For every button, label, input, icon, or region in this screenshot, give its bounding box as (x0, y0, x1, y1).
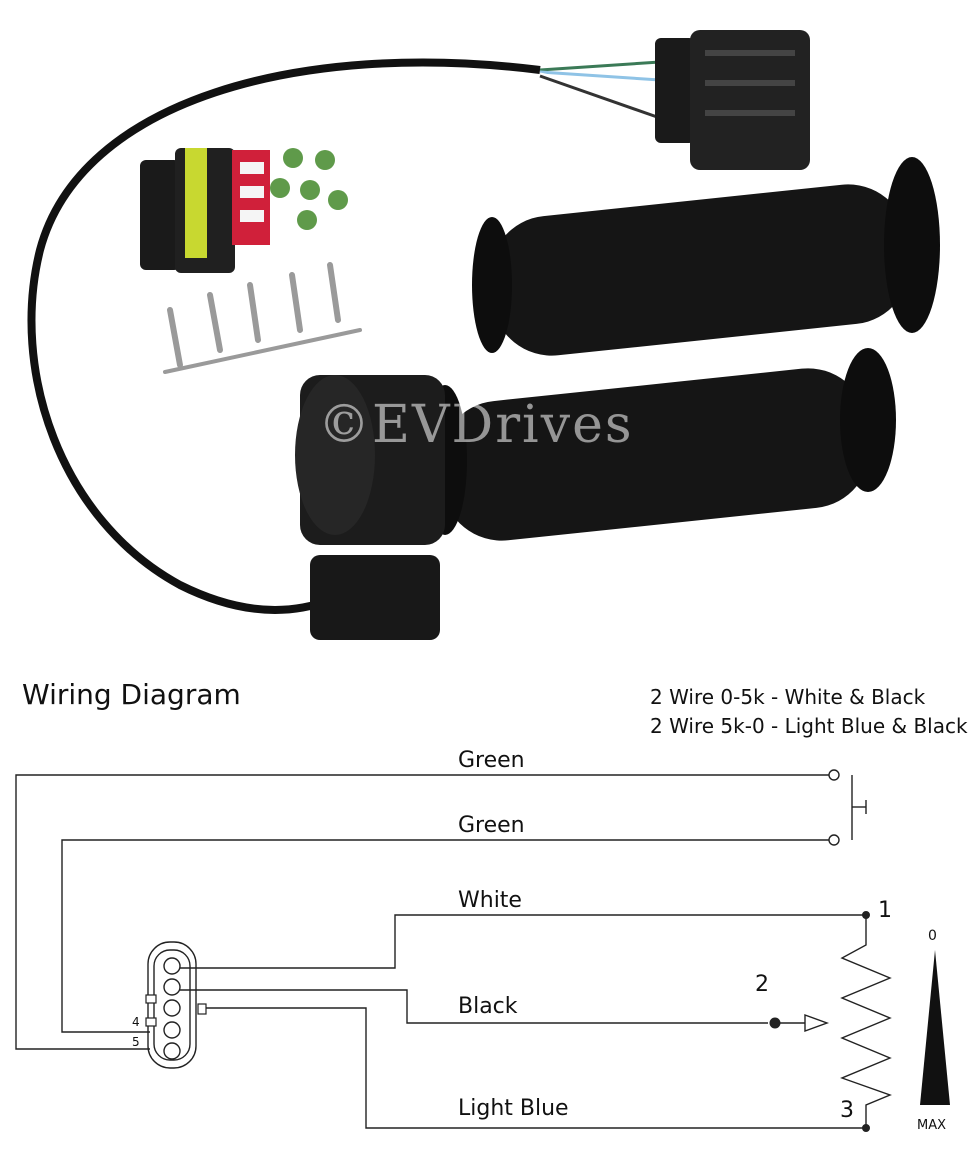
wire-green-2 (61, 839, 830, 1033)
label-black: Black (458, 994, 518, 1019)
note-white-black: 2 Wire 0-5k - White & Black (650, 685, 926, 709)
grip-upper (472, 157, 940, 356)
label-green-2: Green (458, 813, 525, 838)
label-white: White (458, 888, 522, 913)
terminal-3-label: 3 (840, 1098, 854, 1123)
connector-body (147, 941, 197, 1069)
label-green-1: Green (458, 748, 525, 773)
scale-max-label: MAX (917, 1118, 947, 1133)
female-connector (140, 148, 270, 273)
rubber-seals (270, 148, 348, 230)
terminal-2-label: 2 (755, 972, 769, 997)
watermark: ©EVDrives (318, 395, 634, 455)
pin-5-label: 5 (132, 1035, 140, 1049)
label-light-blue: Light Blue (458, 1096, 569, 1121)
pin-4-label: 4 (132, 1015, 140, 1029)
wire-light-blue (205, 1007, 866, 1129)
wire-black (180, 989, 768, 1024)
throttle-scale-icon (920, 950, 950, 1105)
wire-white (180, 914, 866, 969)
terminal-1-label: 1 (878, 898, 892, 923)
throttle-housing (295, 375, 445, 640)
note-lightblue-black: 2 Wire 5k-0 - Light Blue & Black (650, 714, 968, 738)
cable (27, 58, 541, 614)
product-photo (27, 30, 940, 640)
male-connector (655, 30, 810, 170)
diagram-title: Wiring Diagram (22, 678, 241, 711)
scale-zero-label: 0 (928, 928, 937, 944)
potentiometer (840, 915, 892, 1128)
terminal-pins (163, 262, 362, 374)
wire-green-1 (15, 774, 830, 1050)
